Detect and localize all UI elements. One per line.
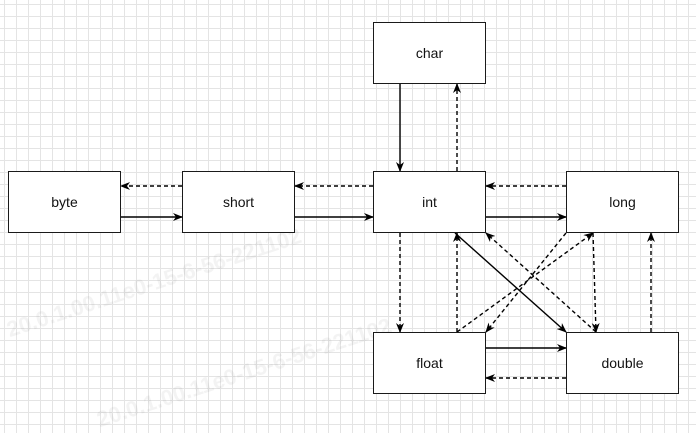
node-label: char <box>415 45 444 61</box>
edge-layer <box>120 83 655 382</box>
node-char: char <box>373 22 486 84</box>
node-int: int <box>373 171 486 233</box>
edge-double-to-int <box>485 232 597 333</box>
node-long: long <box>566 171 679 233</box>
node-float: float <box>373 332 486 394</box>
node-double: double <box>566 332 679 394</box>
node-byte: byte <box>8 171 121 233</box>
edge-float-to-long <box>456 232 594 333</box>
node-label: long <box>609 194 636 210</box>
node-label: double <box>601 355 644 371</box>
node-label: short <box>222 194 255 210</box>
node-short: short <box>182 171 295 233</box>
edge-long-to-double <box>591 232 600 333</box>
node-label: int <box>422 194 437 210</box>
node-label: float <box>416 355 443 371</box>
edge-int-to-double <box>454 232 567 333</box>
node-label: byte <box>51 194 78 210</box>
edge-group <box>120 83 655 382</box>
